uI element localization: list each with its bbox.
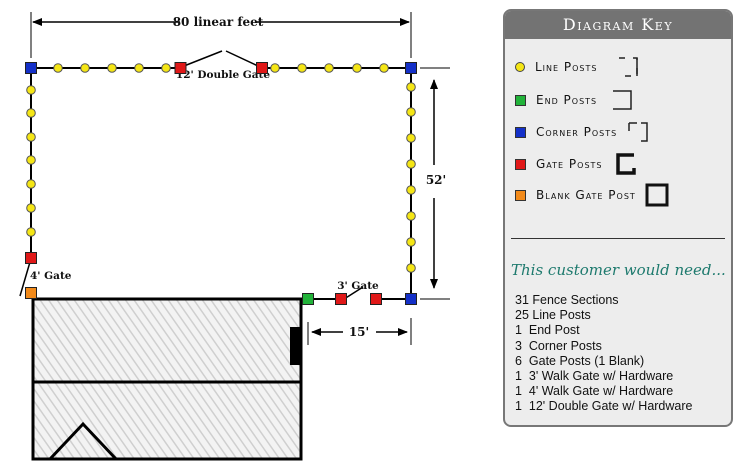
gate-post: [174, 62, 187, 74]
walk-gate-right-label: 3' Gate: [337, 280, 379, 292]
corner-post: [405, 62, 417, 74]
line-post: [379, 63, 389, 73]
list-item: 1 4' Walk Gate w/ Hardware: [515, 384, 674, 399]
line-post: [406, 82, 416, 92]
line-post: [297, 63, 307, 73]
gate-post: [335, 293, 347, 305]
corner-post: [25, 62, 37, 74]
bottom-dimension-label: 15': [349, 325, 369, 339]
line-post: [352, 63, 362, 73]
right-dimension-label: 52': [426, 173, 446, 187]
key-item-label: Corner Posts: [536, 125, 618, 139]
list-item: 3 Corner Posts: [515, 338, 602, 353]
gate-post-bracket-icon: [616, 153, 637, 175]
line-post: [406, 263, 416, 273]
line-posts: [26, 63, 416, 273]
right-dimension: 52': [420, 67, 450, 300]
gate-posts: [25, 62, 382, 305]
key-item-label: Line Posts: [535, 60, 598, 74]
double-gate-label: 12' Double Gate: [176, 69, 271, 81]
fence-lines: [30, 67, 412, 300]
line-post-marker: [515, 62, 525, 72]
line-post: [406, 133, 416, 143]
corner-post-bracket-icon: [628, 122, 648, 142]
line-post: [26, 85, 36, 95]
corner-post-marker: [515, 126, 526, 138]
line-post: [134, 63, 144, 73]
key-item-label: Blank Gate Post: [536, 188, 636, 202]
line-post: [26, 227, 36, 237]
diagram-key-title: Diagram Key: [505, 11, 731, 39]
end-post-marker: [515, 94, 526, 106]
line-post: [53, 63, 63, 73]
gate-post: [25, 252, 37, 264]
line-post: [26, 108, 36, 118]
blank-gate-post-box-icon: [645, 183, 669, 207]
line-post: [80, 63, 90, 73]
walk-gate-left-label: 4' Gate: [30, 270, 72, 282]
end-post-bracket-icon: [613, 90, 632, 110]
key-item-label: Gate Posts: [536, 157, 603, 171]
gate-post: [370, 293, 382, 305]
line-post: [26, 132, 36, 142]
gate-post: [256, 62, 268, 74]
line-post: [26, 203, 36, 213]
diagram-key-panel: Diagram Key Line Posts End Posts Corner …: [503, 9, 733, 427]
list-item: 31 Fence Sections: [515, 293, 619, 307]
gate-swings: [19, 50, 364, 302]
corner-posts: [25, 62, 417, 305]
line-post-bracket-icon: [619, 57, 639, 77]
key-item-end-posts: End Posts: [515, 88, 635, 112]
top-dimension-label: 80 linear feet: [173, 15, 264, 29]
line-post: [406, 185, 416, 195]
line-post: [26, 179, 36, 189]
line-post: [406, 159, 416, 169]
house-door: [290, 327, 302, 365]
line-post: [270, 63, 280, 73]
key-item-line-posts: Line Posts: [515, 55, 641, 79]
corner-post: [405, 293, 417, 305]
list-item: 1 12' Double Gate w/ Hardware: [515, 399, 693, 414]
line-post: [161, 63, 171, 73]
line-post: [406, 237, 416, 247]
customer-needs-list: 31 Fence Sections 25 Line Posts 1 End Po…: [515, 293, 692, 415]
list-item: 6 Gate Posts (1 Blank): [515, 353, 645, 368]
line-post: [406, 107, 416, 117]
key-divider: [511, 238, 725, 239]
blank-gate-post-marker: [515, 189, 526, 201]
list-item: 1 3' Walk Gate w/ Hardware: [515, 369, 674, 384]
blank-gate-post: [25, 287, 37, 299]
top-dimension: 80 linear feet: [30, 12, 412, 58]
fence-layout-diagram: 80 linear feet 52' 15' 12' Double Gate 4…: [19, 12, 450, 461]
customer-needs-heading: This customer would need...: [511, 261, 726, 279]
list-item: 1 End Post: [515, 323, 580, 338]
line-post: [324, 63, 334, 73]
key-item-corner-posts: Corner Posts: [515, 120, 651, 144]
bottom-dimension: 15': [307, 318, 412, 345]
end-post: [302, 293, 314, 305]
line-post: [26, 155, 36, 165]
line-post: [406, 211, 416, 221]
house: [31, 297, 303, 461]
gate-post-marker: [515, 158, 526, 170]
list-item: 25 Line Posts: [515, 308, 591, 323]
key-item-blank-gate-post: Blank Gate Post: [515, 183, 670, 207]
key-item-label: End Posts: [536, 93, 598, 107]
key-item-gate-posts: Gate Posts: [515, 152, 640, 176]
line-post: [107, 63, 117, 73]
